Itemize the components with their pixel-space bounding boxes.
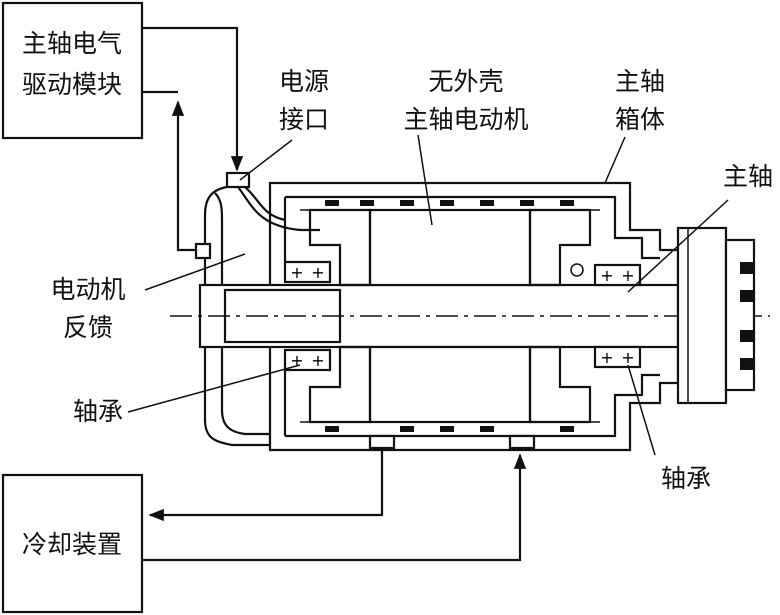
shellless-motor-label-line2: 主轴电动机 [403, 105, 528, 134]
leader-motor [417, 134, 433, 226]
leader-spindle [627, 199, 729, 293]
spindle-label: 主轴 [723, 162, 773, 191]
bearing-left-top: + + [283, 260, 332, 284]
leader-power-interface [239, 139, 293, 181]
power-cable-conduit [194, 171, 320, 447]
svg-text:+: + [600, 348, 613, 367]
bearing-right-label: 轴承 [661, 464, 711, 493]
power-interface-label-line1: 电源 [279, 67, 329, 96]
svg-text:+: + [311, 351, 324, 370]
bearing-left-bottom: + + [283, 348, 332, 372]
cooling-device-label: 冷却装置 [22, 530, 122, 559]
drive-module-label-line2: 驱动模块 [22, 70, 122, 99]
svg-text:+: + [311, 263, 324, 282]
svg-text:+: + [600, 266, 613, 285]
power-interface-label-line2: 接口 [279, 105, 329, 134]
shellless-motor-label-line1: 无外壳 [428, 67, 503, 96]
leader-bearing-right [627, 364, 656, 456]
spindle-box-label-line2: 箱体 [615, 105, 665, 134]
bearing-right-top: + + [593, 263, 642, 287]
motor-feedback-label-line1: 电动机 [50, 275, 125, 304]
svg-text:+: + [621, 348, 634, 367]
coolant-in-line [142, 453, 527, 562]
drive-module-label-line1: 主轴电气 [22, 29, 122, 58]
leader-motor-feedback [144, 253, 246, 291]
motor-feedback-label-line2: 反馈 [63, 313, 113, 342]
leader-bearing-left [127, 364, 301, 413]
drive-module-box: 主轴电气 驱动模块 [1, 1, 144, 140]
coolant-out-line [148, 440, 384, 522]
bearing-right-bottom: + + [593, 345, 642, 369]
cooling-device-box: 冷却装置 [1, 473, 144, 614]
power-cable-line [142, 26, 244, 172]
leader-spindle-box [604, 136, 626, 184]
bearings: + + + + + + + + [283, 260, 642, 372]
motor-stator-rotor [300, 200, 600, 450]
spindle-chuck [676, 226, 756, 405]
svg-text:+: + [290, 263, 303, 282]
feedback-line [171, 100, 196, 252]
svg-text:+: + [290, 351, 303, 370]
bearing-left-label: 轴承 [73, 397, 123, 426]
spindle-box-label-line1: 主轴 [615, 67, 665, 96]
svg-text:+: + [621, 266, 634, 285]
